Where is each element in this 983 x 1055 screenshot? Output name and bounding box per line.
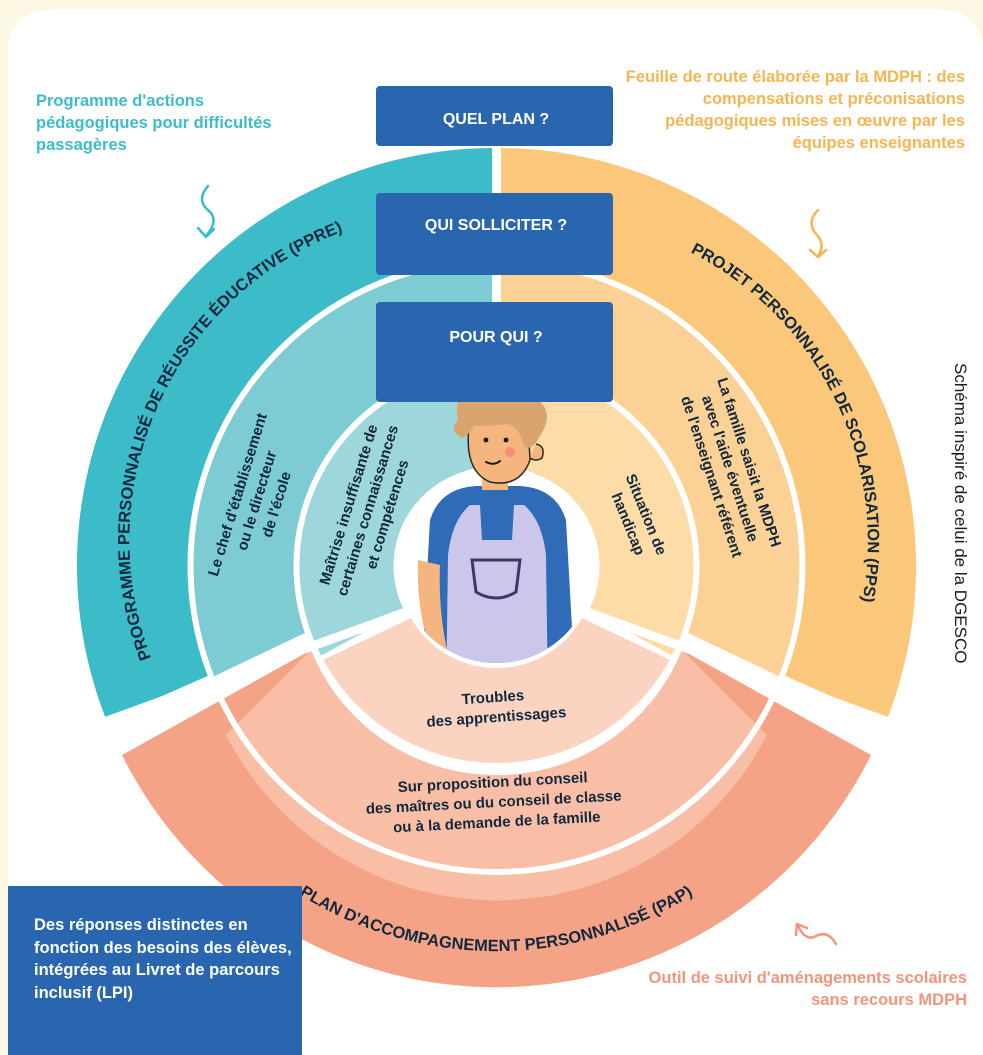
curly-arrow-icon — [196, 226, 216, 239]
curly-arrow-icon — [808, 248, 828, 259]
curly-arrow-icon — [794, 922, 809, 937]
ppre-inner-sector — [293, 371, 497, 658]
ppre-description: Programme d'actions pédagogiques pour di… — [36, 92, 272, 154]
qui-solliciter-label: QUI SOLLICITER ? — [425, 217, 567, 234]
pap-inner-line: Troubles — [461, 687, 525, 708]
pour-qui-label: POUR QUI ? — [449, 329, 542, 346]
curly-arrow-icon — [200, 184, 215, 238]
tab-quel-plan — [376, 86, 613, 146]
pps-inner-sector — [496, 371, 700, 658]
pap-description: Outil de suivi d'aménagements scolaires … — [648, 969, 967, 1009]
curly-arrow-icon — [796, 924, 838, 946]
child-illustration — [399, 378, 594, 663]
tab-qui-solliciter — [376, 193, 613, 275]
lpi-info-box: Des réponses distinctes en fonction des … — [8, 886, 302, 1055]
pps-description: Feuille de route élaborée par la MDPH : … — [625, 68, 965, 152]
tab-pour-qui — [376, 302, 613, 402]
pap-inner-sector — [323, 618, 670, 768]
source-credit: Schéma inspiré de celui de la DGESCO — [951, 363, 970, 664]
curly-arrow-icon — [810, 208, 823, 258]
quel-plan-label: QUEL PLAN ? — [443, 111, 549, 128]
lpi-info-text: Des réponses distinctes en fonction des … — [34, 916, 292, 1002]
